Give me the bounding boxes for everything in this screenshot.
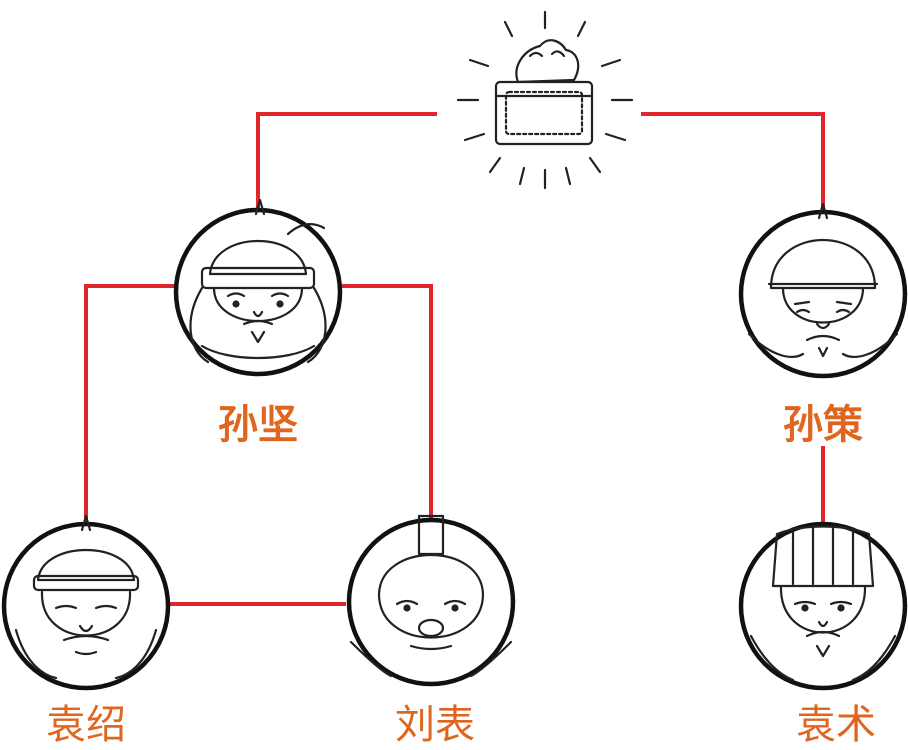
liu-biao-portrait <box>346 514 516 687</box>
sun-jian-portrait <box>173 198 343 377</box>
sun-ce-name: 孙策 <box>783 402 863 448</box>
connector-sun-jian-yuan-shao <box>84 284 176 526</box>
yuan-shu-portrait <box>738 521 908 691</box>
connector-seal-sun-jian <box>256 112 437 212</box>
sun-jian-name: 孙坚 <box>218 402 298 448</box>
sun-ce-portrait <box>738 202 908 379</box>
yuan-shao-name: 袁绍 <box>46 702 126 748</box>
yuan-shao-portrait <box>1 514 171 691</box>
yuan-shu-name: 袁术 <box>796 702 876 748</box>
connector-seal-sun-ce <box>641 112 825 210</box>
connector-sun-jian-liu-biao <box>342 284 433 518</box>
connector-lines <box>84 112 825 606</box>
imperial-seal-icon <box>456 10 634 190</box>
liu-biao-name: 刘表 <box>395 702 475 748</box>
